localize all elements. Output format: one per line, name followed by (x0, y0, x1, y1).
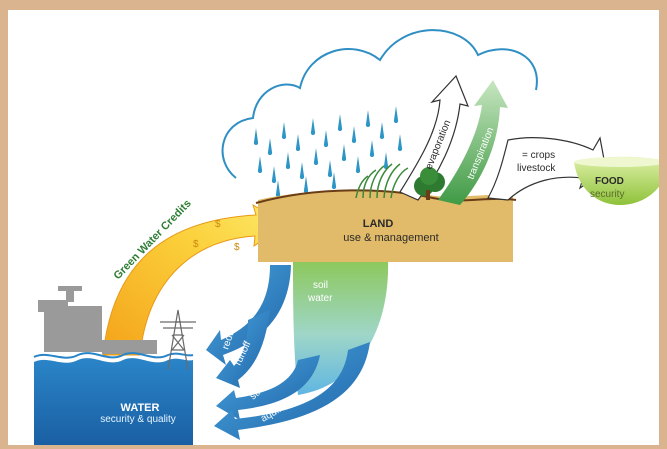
land-surface-line (255, 189, 517, 204)
raindrop-icon (299, 162, 305, 179)
raindrop-icon (327, 160, 333, 177)
bowl-icon (574, 156, 659, 205)
crops-label: = crops (522, 150, 556, 161)
raindrop-icon (351, 126, 357, 143)
currency-symbol: $ (234, 242, 240, 253)
raindrop-icon (355, 156, 361, 173)
raindrop-icon (337, 114, 343, 131)
tree-icon (414, 167, 445, 200)
raindrop-icon (331, 172, 337, 189)
water-wave (33, 352, 194, 359)
raindrop-icon (253, 128, 259, 145)
aquifers-arrow (214, 342, 370, 440)
raindrop-icon (267, 138, 273, 155)
diagram-frame: Green Water Credits $ $ $ reduced sedime… (8, 10, 659, 445)
raindrop-icon (323, 130, 329, 147)
raindrop-icon (275, 180, 281, 197)
rain-group (253, 106, 403, 197)
raindrop-icon (397, 134, 403, 151)
currency-symbol: $ (193, 239, 199, 250)
crops-arrow (487, 136, 607, 201)
livestock-label: livestock (517, 163, 556, 174)
streams-arrow (216, 355, 320, 420)
raindrop-icon (295, 134, 301, 151)
raindrop-icon (383, 152, 389, 169)
diagram-svg: Green Water Credits $ $ $ reduced sedime… (33, 29, 659, 445)
water-subtitle: security & quality (100, 414, 176, 425)
raindrop-icon (257, 156, 263, 173)
raindrop-icon (379, 122, 385, 139)
food-subtitle: security (590, 189, 625, 200)
soil-water-label: water (308, 293, 333, 304)
raindrop-icon (365, 110, 371, 127)
raindrop-icon (303, 176, 309, 193)
land-title: LAND (362, 218, 394, 230)
raindrop-icon (369, 140, 375, 157)
transpiration-arrow (438, 80, 508, 205)
raindrop-icon (313, 148, 319, 165)
land-subtitle: use & management (343, 232, 439, 244)
raindrop-icon (281, 122, 287, 139)
reduced-sediment-arrow (206, 265, 291, 365)
raindrop-icon (393, 106, 399, 123)
raindrop-icon (285, 152, 291, 169)
land-block (258, 190, 513, 262)
soil-label: soil (313, 280, 329, 291)
water-body (34, 358, 193, 445)
bowl-rim (574, 157, 659, 167)
water-title: WATER (120, 402, 160, 414)
cloud-icon (221, 29, 538, 179)
currency-symbol: $ (215, 219, 221, 230)
runoff-arrow (216, 310, 270, 388)
raindrop-icon (271, 166, 277, 183)
grass-icon (355, 163, 409, 199)
water-tap-icon (38, 286, 157, 354)
raindrop-icon (310, 118, 316, 135)
food-title: FOOD (595, 176, 624, 187)
power-pylon-icon (160, 309, 196, 371)
raindrop-icon (341, 144, 347, 161)
